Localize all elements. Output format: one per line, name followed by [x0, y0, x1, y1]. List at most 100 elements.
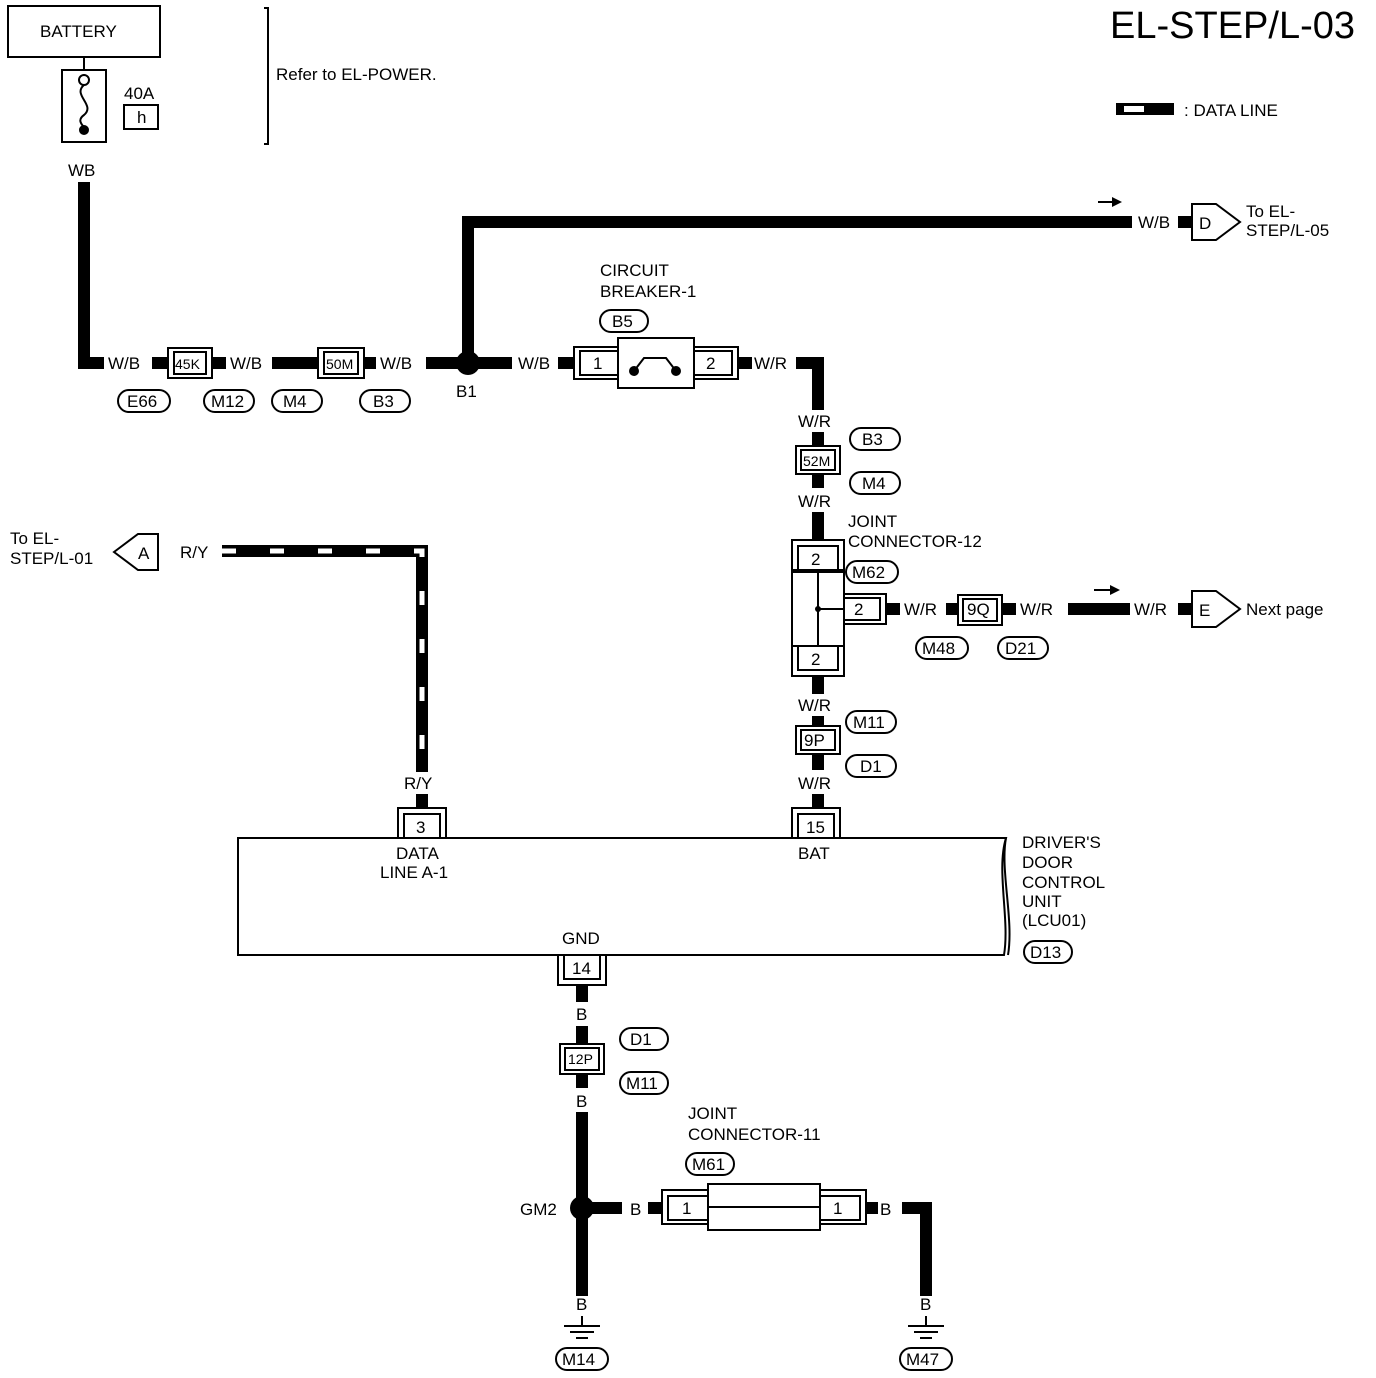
connector-9q: 9Q	[957, 594, 1003, 626]
wire-wb-battery	[78, 182, 104, 369]
terminal-e: E	[1191, 590, 1242, 628]
code-m48: M48	[922, 639, 955, 658]
svg-text:CONNECTOR-11: CONNECTOR-11	[688, 1125, 821, 1144]
pin-3: 3	[416, 818, 425, 837]
refer-text: Refer to EL-POWER.	[276, 65, 437, 84]
connector-45k: 45K	[167, 347, 213, 379]
ground-symbol-m47: B M47	[899, 1295, 953, 1371]
code-d13: D13	[1030, 943, 1061, 962]
wire-label-wr: W/R	[798, 492, 831, 511]
ground-symbol-m14: B M14	[555, 1295, 609, 1371]
battery-wire-label: WB	[68, 161, 95, 180]
pin-15: 15	[806, 818, 825, 837]
wire-label-b: B	[576, 1005, 587, 1024]
wire-label-wr: W/R	[754, 354, 787, 373]
svg-text:A: A	[138, 544, 150, 563]
lcu-name: DRIVER'S	[1022, 833, 1101, 852]
svg-text:M61: M61	[692, 1155, 725, 1174]
svg-text:9P: 9P	[804, 731, 825, 750]
pin-label: BAT	[798, 844, 830, 863]
svg-text:CIRCUIT: CIRCUIT	[600, 261, 669, 280]
wire-label-b: B	[880, 1200, 891, 1219]
junction-gm2-label: GM2	[520, 1200, 557, 1219]
svg-text:45K: 45K	[175, 356, 201, 372]
code-d21: D21	[1005, 639, 1036, 658]
to-label: To EL-	[10, 529, 59, 548]
svg-text:M4: M4	[283, 392, 307, 411]
next-page-label: Next page	[1246, 600, 1324, 619]
svg-text:2: 2	[854, 600, 863, 619]
terminal-d: D	[1191, 203, 1242, 241]
svg-text:E: E	[1199, 601, 1210, 620]
svg-text:52M: 52M	[803, 453, 830, 469]
wire-label-ry: R/Y	[180, 543, 208, 562]
svg-text:JOINT: JOINT	[688, 1104, 737, 1123]
wire-b-m47	[902, 1202, 932, 1296]
lcu-name: UNIT	[1022, 892, 1062, 911]
wire-label-wr: W/R	[904, 600, 937, 619]
wire-label-b: B	[630, 1200, 641, 1219]
wire-wr-down	[796, 357, 824, 410]
connector-12p: 12P	[559, 1043, 605, 1075]
svg-text:50M: 50M	[326, 356, 353, 372]
wire-label-wb: W/B	[230, 354, 262, 373]
refer-bracket	[264, 7, 269, 145]
svg-text:M12: M12	[211, 392, 244, 411]
data-line-wire	[222, 545, 428, 772]
wire-wb-to-d	[462, 216, 1132, 363]
pin-label: GND	[562, 929, 600, 948]
svg-text:2: 2	[811, 650, 820, 669]
wire-label-wr: W/R	[1134, 600, 1167, 619]
code-d1: D1	[630, 1030, 652, 1049]
svg-text:1: 1	[593, 354, 602, 373]
circuit-breaker-1: CIRCUIT BREAKER-1 B5 1 2	[573, 261, 739, 389]
wire-label-wr: W/R	[1020, 600, 1053, 619]
terminal-a: A	[112, 533, 159, 571]
connector-codes-main: E66 M12 M4 B3	[117, 389, 411, 413]
connector-50m: 50M	[317, 347, 365, 379]
connector-52m: 52M	[795, 445, 841, 475]
junction-b1-label: B1	[456, 382, 477, 401]
code-m4: M4	[862, 474, 886, 493]
lcu-name: (LCU01)	[1022, 911, 1086, 930]
svg-text:M62: M62	[852, 563, 885, 582]
connector-9p: 9P	[795, 725, 841, 755]
drivers-door-control-unit: 3 DATA LINE A-1 15 BAT GND 14	[237, 807, 1011, 986]
svg-text:9Q: 9Q	[967, 600, 990, 619]
battery-label: BATTERY	[40, 22, 117, 41]
wire-label-wb: W/B	[108, 354, 140, 373]
to-label: To EL-	[1246, 202, 1295, 221]
joint-connector-11: JOINT CONNECTOR-11 M61 1 1	[661, 1104, 867, 1231]
code-b3: B3	[862, 430, 883, 449]
svg-text:M47: M47	[906, 1350, 939, 1369]
lcu-name: DOOR	[1022, 853, 1073, 872]
svg-text:BREAKER-1: BREAKER-1	[600, 282, 696, 301]
wire-label-b: B	[576, 1092, 587, 1111]
svg-text:2: 2	[811, 550, 820, 569]
wire-label-wb: W/B	[380, 354, 412, 373]
code-d1: D1	[860, 757, 882, 776]
wire-label-ry: R/Y	[404, 774, 432, 793]
svg-text:B3: B3	[373, 392, 394, 411]
legend: : DATA LINE	[1116, 101, 1278, 120]
svg-text:D: D	[1199, 214, 1211, 233]
svg-text:JOINT: JOINT	[848, 512, 897, 531]
pin-label: DATA	[396, 844, 439, 863]
to-label: STEP/L-01	[10, 549, 93, 568]
pin-14: 14	[572, 959, 591, 978]
diagram-title: EL-STEP/L-03	[1110, 5, 1355, 47]
svg-text:M14: M14	[562, 1350, 595, 1369]
svg-text:E66: E66	[127, 392, 157, 411]
to-label: STEP/L-05	[1246, 221, 1329, 240]
wire-label-wb: W/B	[518, 354, 550, 373]
legend-text: : DATA LINE	[1184, 101, 1278, 120]
battery: BATTERY 40A h WB	[7, 5, 161, 180]
wire-label-wr: W/R	[798, 412, 831, 431]
wire-label-wr: W/R	[798, 696, 831, 715]
svg-text:12P: 12P	[568, 1051, 593, 1067]
svg-text:B5: B5	[612, 312, 633, 331]
code-m11: M11	[853, 713, 885, 732]
wire-label-wr: W/R	[798, 774, 831, 793]
fuse-id: h	[137, 108, 146, 127]
